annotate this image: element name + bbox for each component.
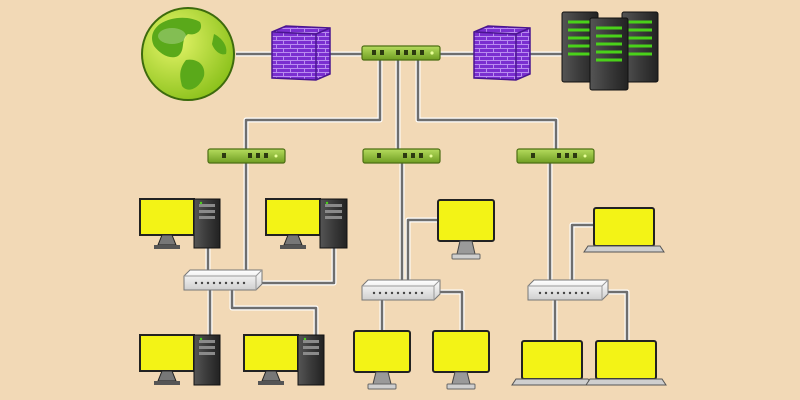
core-switch bbox=[361, 45, 441, 61]
laptop-icon bbox=[585, 340, 667, 386]
desktop-computer-icon bbox=[139, 198, 221, 249]
desktop-computer-icon bbox=[243, 334, 325, 386]
laptop-icon bbox=[583, 207, 665, 253]
server-rack-icon bbox=[561, 11, 659, 91]
distribution-switch-right bbox=[516, 148, 595, 164]
monitor-icon bbox=[353, 330, 411, 390]
laptop-icon bbox=[511, 340, 593, 386]
monitor-icon bbox=[432, 330, 490, 390]
desktop-computer-icon bbox=[139, 334, 221, 386]
monitor-icon bbox=[437, 199, 495, 260]
globe-icon bbox=[141, 7, 235, 101]
access-hub-center bbox=[361, 279, 441, 301]
server-tower bbox=[589, 17, 629, 91]
desktop-computer-icon bbox=[265, 198, 348, 249]
access-hub-right bbox=[527, 279, 609, 301]
firewall-left bbox=[271, 25, 331, 81]
firewall-right bbox=[473, 25, 531, 81]
distribution-switch-left bbox=[207, 148, 286, 164]
access-hub-left bbox=[183, 269, 263, 291]
server-tower bbox=[621, 11, 659, 83]
distribution-switch-center bbox=[362, 148, 441, 164]
